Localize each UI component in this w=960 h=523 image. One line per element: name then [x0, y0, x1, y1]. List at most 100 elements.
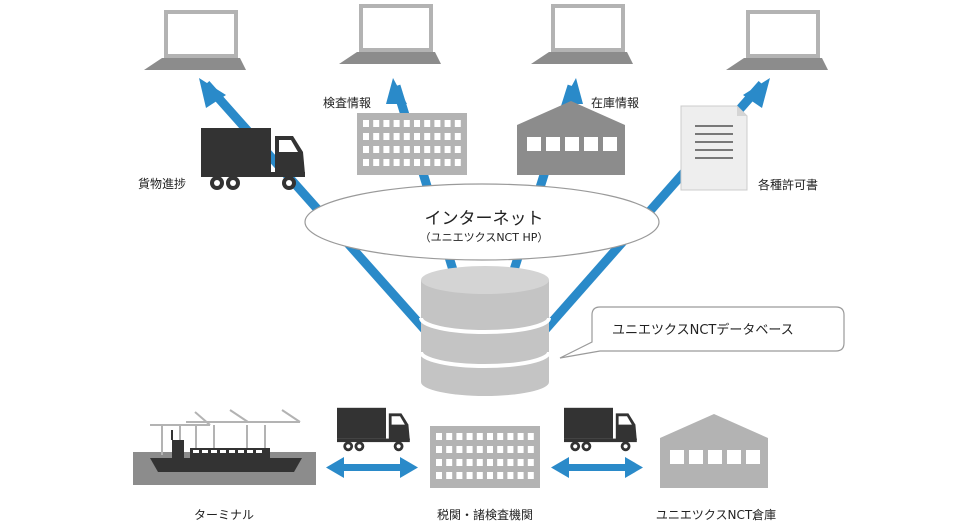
building-window [456, 446, 463, 453]
label-cargo-progress: 貨物進捗 [138, 177, 187, 191]
building-window [383, 146, 390, 153]
building-window [436, 433, 442, 440]
building-window [383, 159, 390, 166]
building-window [527, 433, 534, 440]
building-window [414, 133, 420, 140]
building-window [363, 146, 369, 153]
building-window [476, 459, 483, 466]
building-window [434, 159, 441, 166]
label-warehouse: ユニエツクスNCT倉庫 [655, 508, 777, 522]
building-window [497, 459, 504, 466]
building-window [454, 146, 461, 153]
building-window [414, 159, 420, 166]
building-window [373, 120, 380, 127]
building-window [424, 159, 431, 166]
building-window [487, 433, 493, 440]
building-window [403, 159, 410, 166]
laptop-icon [339, 4, 441, 64]
building-window [466, 446, 473, 453]
building-window [434, 133, 441, 140]
building-window [507, 433, 514, 440]
building-window [454, 159, 461, 166]
building-window [393, 146, 400, 153]
building-window [434, 120, 441, 127]
building-window [454, 133, 461, 140]
arrowhead-3 [562, 78, 583, 104]
arrowhead-4 [743, 78, 770, 108]
building-window [424, 133, 431, 140]
building-window [517, 446, 524, 453]
building-window [444, 159, 451, 166]
double-arrow-right [551, 457, 643, 478]
building-window [393, 159, 400, 166]
laptop-icon [144, 10, 246, 70]
document-icon [680, 105, 748, 191]
building-window [454, 120, 461, 127]
building-window [527, 472, 534, 479]
truck-icon [564, 407, 637, 452]
building-window [476, 433, 483, 440]
label-permits: 各種許可書 [758, 178, 819, 192]
building-window [446, 459, 453, 466]
building-window [507, 446, 514, 453]
terminal-icon [133, 409, 316, 485]
warehouse-icon [660, 414, 768, 488]
label-customs: 税関・諸検査機関 [436, 508, 534, 522]
building-window [424, 120, 431, 127]
database-label: ユニエツクスNCTデータベース [612, 323, 794, 338]
truck-icon [337, 407, 410, 452]
double-arrow-left [326, 457, 418, 478]
building-window [456, 433, 463, 440]
building-window [363, 120, 369, 127]
building-window [466, 433, 473, 440]
building-window [487, 446, 493, 453]
label-inspection-info: 検査情報 [323, 96, 372, 110]
building-window [456, 459, 463, 466]
building-window [403, 133, 410, 140]
building-window [393, 120, 400, 127]
building-window [424, 146, 431, 153]
internet-title: インターネット [424, 209, 544, 229]
building-window [414, 146, 420, 153]
building-window [403, 146, 410, 153]
building-window [517, 433, 524, 440]
arrowhead-1 [199, 78, 226, 108]
building-window [466, 459, 473, 466]
label-terminal: ターミナル [193, 508, 255, 522]
building-window [434, 146, 441, 153]
truck-icon [201, 128, 305, 190]
building-window [497, 433, 504, 440]
building-window [444, 146, 451, 153]
building-window [393, 133, 400, 140]
building-window [476, 472, 483, 479]
building-window [373, 133, 380, 140]
laptop-icon [726, 10, 828, 70]
building-window [507, 472, 514, 479]
warehouse-icon [517, 101, 625, 175]
building-window [476, 446, 483, 453]
internet-cloud [304, 183, 660, 261]
building-window [517, 472, 524, 479]
building-window [373, 159, 380, 166]
building-window [497, 446, 504, 453]
laptop-icon [531, 4, 633, 64]
internet-subtitle: （ユニエツクスNCT HP） [419, 231, 549, 244]
building-window [497, 472, 504, 479]
building-window [383, 120, 390, 127]
building-window [527, 459, 534, 466]
building-window [517, 459, 524, 466]
building-window [436, 459, 442, 466]
line-db-to-laptop-1 [202, 81, 429, 333]
building-window [446, 472, 453, 479]
building-window [446, 446, 453, 453]
building-window [507, 459, 514, 466]
arrow-heads [199, 78, 770, 108]
building-window [487, 472, 493, 479]
building-window [456, 472, 463, 479]
building-window [444, 120, 451, 127]
building-window [444, 133, 451, 140]
building-window [466, 472, 473, 479]
building-window [436, 472, 442, 479]
database-callout-bubble [559, 306, 845, 359]
building-window [446, 433, 453, 440]
